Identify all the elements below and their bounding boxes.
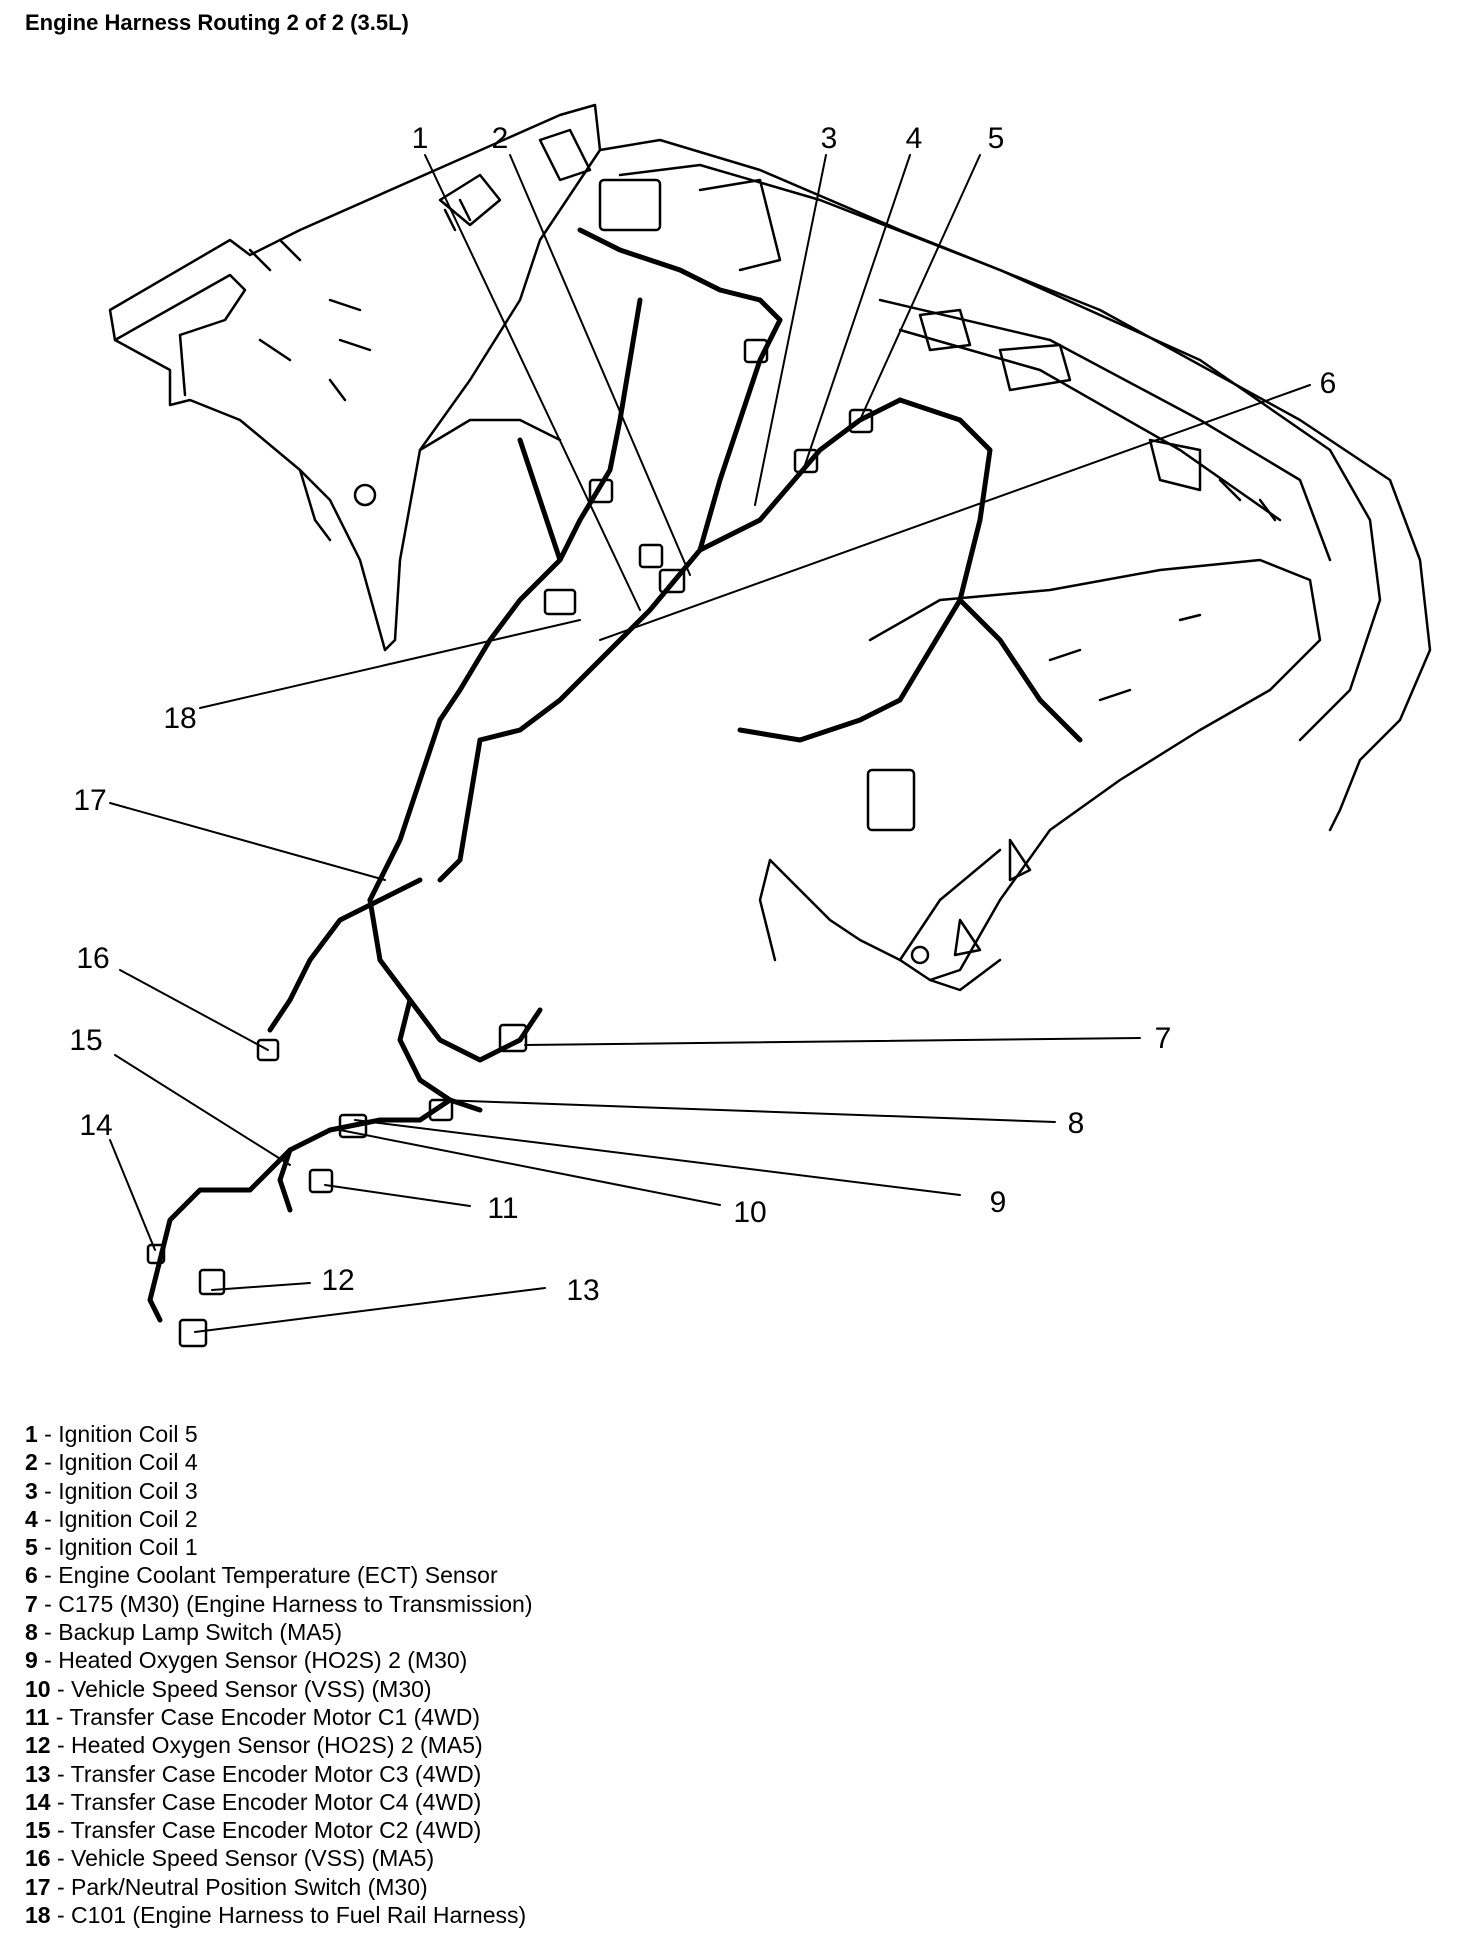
callout-7: 7 xyxy=(1155,1022,1172,1055)
callout-8: 8 xyxy=(1068,1107,1085,1140)
legend-item: 1 - Ignition Coil 5 xyxy=(25,1421,198,1447)
callout-2: 2 xyxy=(492,122,509,155)
legend: 1 - Ignition Coil 5 2 - Ignition Coil 4 … xyxy=(25,1420,533,1929)
legend-item: 6 - Engine Coolant Temperature (ECT) Sen… xyxy=(25,1562,498,1589)
frame-drawing xyxy=(598,138,1432,832)
callout-1: 1 xyxy=(412,122,429,155)
legend-item: 14 - Transfer Case Encoder Motor C4 (4WD… xyxy=(25,1788,482,1815)
callout-11: 11 xyxy=(487,1192,518,1225)
callout-9: 9 xyxy=(990,1186,1007,1219)
callout-4: 4 xyxy=(906,122,923,155)
callout-6: 6 xyxy=(1320,367,1337,400)
callout-3: 3 xyxy=(821,122,838,155)
leader-lines xyxy=(109,154,1311,1333)
page-title: Engine Harness Routing 2 of 2 (3.5L) xyxy=(25,10,409,35)
callout-14: 14 xyxy=(79,1109,112,1142)
legend-item: 11 - Transfer Case Encoder Motor C1 (4WD… xyxy=(25,1703,481,1730)
callout-17: 17 xyxy=(73,784,106,817)
legend-item: 5 - Ignition Coil 1 xyxy=(25,1534,198,1561)
callout-16: 16 xyxy=(76,942,109,975)
legend-item: 2 - Ignition Coil 4 xyxy=(25,1449,198,1476)
callout-10: 10 xyxy=(733,1196,766,1229)
callout-13: 13 xyxy=(566,1274,599,1307)
legend-item: 8 - Backup Lamp Switch (MA5) xyxy=(25,1619,343,1646)
legend-item: 3 - Ignition Coil 3 xyxy=(25,1477,198,1504)
harness-diagram: 1 2 3 4 5 6 7 8 9 10 11 12 13 14 15 16 1… xyxy=(69,103,1432,1348)
callout-labels: 1 2 3 4 5 6 7 8 9 10 11 12 13 14 15 16 1… xyxy=(69,122,1336,1307)
legend-item: 18 - C101 (Engine Harness to Fuel Rail H… xyxy=(25,1902,527,1929)
callout-12: 12 xyxy=(321,1264,354,1297)
legend-item: 16 - Vehicle Speed Sensor (VSS) (MA5) xyxy=(25,1845,435,1872)
legend-item: 15 - Transfer Case Encoder Motor C2 (4WD… xyxy=(25,1817,482,1844)
engine-block-drawing xyxy=(108,103,602,652)
legend-item: 12 - Heated Oxygen Sensor (HO2S) 2 (MA5) xyxy=(25,1732,483,1759)
legend-item: 17 - Park/Neutral Position Switch (M30) xyxy=(25,1873,428,1900)
connectors xyxy=(146,178,916,1348)
callout-15: 15 xyxy=(69,1024,102,1057)
callout-5: 5 xyxy=(988,122,1005,155)
transmission-drawing xyxy=(758,558,1322,992)
legend-item: 7 - C175 (M30) (Engine Harness to Transm… xyxy=(25,1590,533,1617)
legend-item: 9 - Heated Oxygen Sensor (HO2S) 2 (M30) xyxy=(25,1647,468,1674)
legend-item: 4 - Ignition Coil 2 xyxy=(25,1505,198,1532)
legend-item: 10 - Vehicle Speed Sensor (VSS) (M30) xyxy=(25,1675,432,1702)
legend-item: 13 - Transfer Case Encoder Motor C3 (4WD… xyxy=(25,1760,482,1787)
callout-18: 18 xyxy=(163,702,196,735)
wiring-harness xyxy=(147,227,1083,1323)
